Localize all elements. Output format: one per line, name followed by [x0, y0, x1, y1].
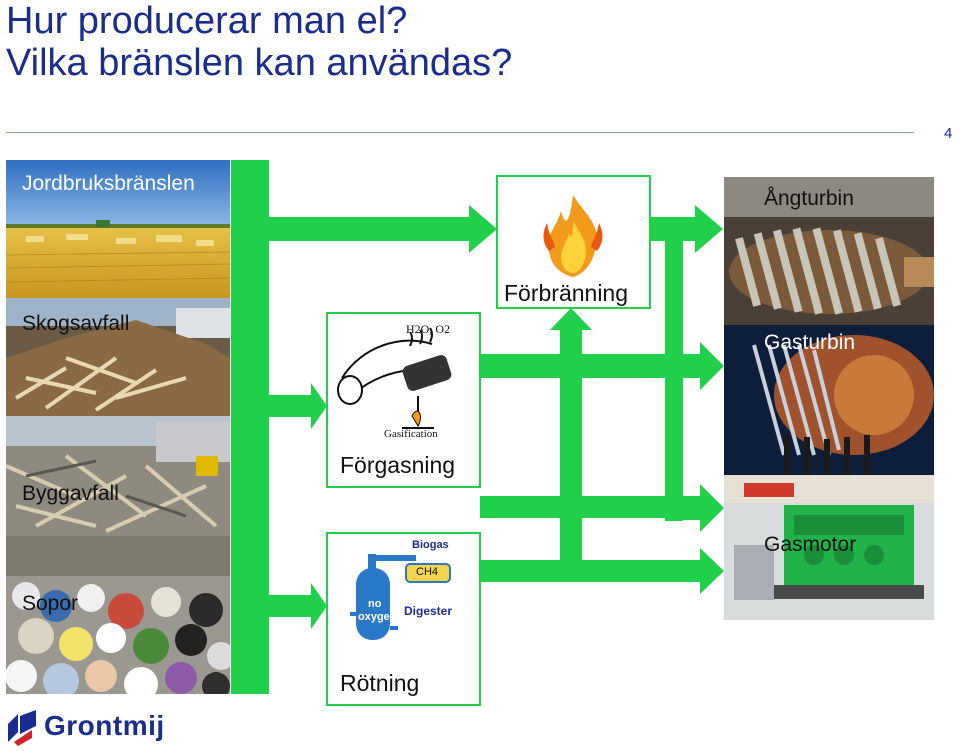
source-label-garbage: Sopor [22, 592, 79, 615]
process-digestion: Biogas CH4 no oxygen Digester Rötning [326, 532, 481, 706]
gasifier-icon [337, 327, 452, 429]
title-line-1: Hur producerar man el? [6, 0, 408, 42]
title-divider [6, 132, 914, 133]
source-label-forest-waste: Skogsavfall [22, 312, 130, 335]
output-label-steam-turbine: Ångturbin [764, 187, 854, 210]
digester-icon [350, 554, 451, 640]
process-combustion: Förbränning [496, 175, 651, 309]
output-label-gas-engine: Gasmotor [764, 533, 857, 556]
logo-text: Grontmij [44, 710, 165, 741]
page-title: Hur producerar man el? Vilka bränslen ka… [6, 0, 512, 84]
digestion-oxygen: oxygen [358, 611, 397, 623]
source-label-agriculture: Jordbruksbränslen [22, 172, 195, 195]
process-label-digestion: Rötning [340, 670, 420, 696]
title-line-2: Vilka bränslen kan användas? [6, 42, 513, 84]
grontmij-logo: Grontmij [4, 706, 184, 748]
fire-icon [543, 195, 603, 277]
source-photo-garbage: Sopor [6, 536, 230, 694]
source-photo-construction-waste: Byggavfall [6, 416, 230, 536]
source-photo-agriculture: Jordbruksbränslen [6, 160, 230, 298]
digestion-biogas: Biogas [412, 539, 449, 551]
output-photo-gas-engine: Gasmotor [724, 475, 934, 620]
output-label-gas-turbine: Gasturbin [764, 331, 856, 354]
process-label-combustion: Förbränning [504, 280, 629, 306]
process-label-gasification: Förgasning [340, 452, 456, 478]
source-photo-forest-waste: Skogsavfall [6, 298, 230, 416]
gasification-caption: Gasification [384, 428, 438, 440]
process-gasification: H2O, O2 Gasification Förgasning [326, 312, 481, 488]
output-photo-gas-turbine: Gasturbin [724, 325, 934, 475]
output-photo-steam-turbine: Ångturbin [724, 177, 934, 325]
gasification-gases: H2O, O2 [406, 322, 450, 336]
digestion-digester: Digester [404, 604, 453, 618]
digestion-no: no [368, 598, 382, 610]
grontmij-logo-icon [8, 710, 36, 746]
page-number: 4 [944, 125, 953, 142]
source-label-construction-waste: Byggavfall [22, 482, 119, 505]
digestion-ch4: CH4 [416, 566, 439, 578]
